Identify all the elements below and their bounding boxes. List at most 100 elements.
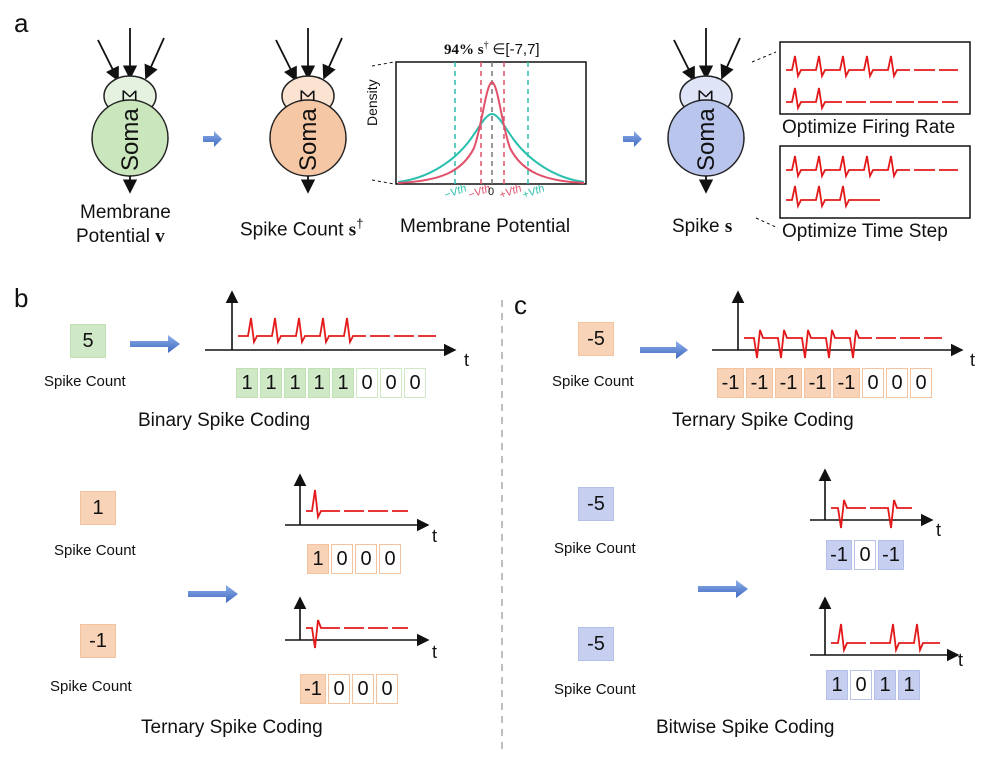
b-mid-axis-t: t (432, 526, 438, 546)
c-mid-count-label: Spike Count (554, 540, 636, 557)
c-top-bits: -1 -1 -1 -1 -1 0 0 0 (717, 368, 932, 398)
c-top-arrow (640, 341, 688, 359)
bit-cell: 0 (850, 670, 872, 700)
flow-arrow-2 (623, 131, 642, 147)
spike-label: Spike s (672, 216, 732, 238)
b-bottom-caption: Ternary Spike Coding (141, 717, 323, 738)
c-top-axis-t: t (970, 350, 976, 370)
b-top-spike-train (205, 290, 457, 357)
neuron-orange (269, 28, 347, 194)
b-top-axis-t: t (464, 350, 470, 370)
bit-cell: 0 (380, 368, 402, 398)
density-plot (371, 61, 587, 185)
b-mid-bits: 1 0 0 0 (307, 544, 401, 574)
density-xlabel: Membrane Potential (400, 216, 571, 237)
time-step-box (755, 145, 971, 229)
membrane-label-line1: Membrane (80, 202, 171, 223)
c-mid-axis-t: t (936, 520, 942, 540)
bit-cell: 0 (910, 368, 932, 398)
panel-letter-b: b (14, 283, 29, 313)
b-mid-count-box: 1 (80, 491, 116, 525)
b-mid-spike-train (285, 473, 430, 532)
bit-cell: -1 (833, 368, 860, 398)
bit-cell: 1 (874, 670, 896, 700)
b-low-bits: -1 0 0 0 (300, 674, 398, 704)
c-low-spike-train (810, 596, 960, 662)
c-mid-count-box: -5 (578, 487, 614, 521)
membrane-label-line2: Potential v (76, 226, 165, 248)
bit-cell: 0 (356, 368, 378, 398)
bit-cell: 1 (826, 670, 848, 700)
sigma-label-1: Σ (117, 89, 140, 102)
panel-letter-c: c (514, 290, 527, 320)
bit-cell: 0 (886, 368, 908, 398)
soma-label-3: Soma (693, 108, 720, 171)
soma-label-2: Soma (295, 108, 322, 171)
b-top-count-box: 5 (70, 324, 106, 358)
bit-cell: 0 (862, 368, 884, 398)
bit-cell: -1 (775, 368, 802, 398)
firing-rate-box (751, 41, 971, 115)
c-top-caption: Ternary Spike Coding (672, 410, 854, 431)
bit-cell: 1 (284, 368, 306, 398)
membrane-var: v (155, 226, 165, 247)
bit-cell: 1 (308, 368, 330, 398)
sigma-label-3: Σ (693, 89, 716, 102)
c-low-bits: 1 0 1 1 (826, 670, 920, 700)
c-low-count-label: Spike Count (554, 681, 636, 698)
soma-label-1: Soma (117, 108, 144, 171)
c-mid-spike-train (810, 468, 934, 529)
b-low-count-label: Spike Count (50, 678, 132, 695)
spike-var: s (724, 216, 733, 237)
bit-cell: 0 (404, 368, 426, 398)
bit-cell: -1 (826, 540, 852, 570)
annotation-range: ∈[-7,7] (492, 41, 540, 58)
bit-cell: 0 (352, 674, 374, 704)
c-top-count-box: -5 (578, 322, 614, 356)
c-bottom-caption: Bitwise Spike Coding (656, 717, 835, 738)
b-top-arrow (130, 335, 180, 353)
bit-cell: 0 (331, 544, 353, 574)
bit-cell: 0 (854, 540, 876, 570)
density-annotation: 94% s† ∈[-7,7] (444, 40, 540, 59)
tick-zero: 0 (488, 186, 495, 198)
c-mid-bits: -1 0 -1 (826, 540, 904, 570)
bit-cell: 1 (307, 544, 329, 574)
c-low-count-box: -5 (578, 627, 614, 661)
bit-cell: -1 (746, 368, 773, 398)
bit-cell: -1 (804, 368, 831, 398)
b-top-bits: 1 1 1 1 1 0 0 0 (236, 368, 426, 398)
annotation-pct: 94% (444, 42, 474, 58)
flow-arrow-1 (203, 131, 222, 147)
b-mid-arrow (188, 585, 238, 603)
annotation-var: s (477, 42, 484, 58)
b-top-count-label: Spike Count (44, 373, 126, 390)
bit-cell: 1 (332, 368, 354, 398)
neuron-green (91, 28, 169, 194)
c-mid-arrow (698, 580, 748, 598)
bit-cell: 0 (328, 674, 350, 704)
sigma-label-2: Σ (295, 89, 318, 102)
bit-cell: 0 (355, 544, 377, 574)
panel-letter-a: a (14, 8, 29, 38)
b-mid-count-label: Spike Count (54, 542, 136, 559)
membrane-label-text: Potential (76, 226, 150, 247)
optimize-time-step: Optimize Time Step (782, 221, 948, 242)
spike-count-label: Spike Count s† (240, 216, 363, 241)
optimize-firing-rate: Optimize Firing Rate (782, 117, 956, 138)
c-top-spike-train (712, 290, 964, 359)
b-low-spike-train (285, 596, 430, 649)
c-low-axis-t: t (958, 650, 964, 670)
density-ylabel: Density (364, 79, 380, 126)
annotation-sup: † (483, 40, 489, 51)
bit-cell: -1 (878, 540, 904, 570)
b-low-axis-t: t (432, 642, 438, 662)
bit-cell: 1 (236, 368, 258, 398)
bit-cell: -1 (300, 674, 326, 704)
bit-cell: 1 (260, 368, 282, 398)
spike-count-text: Spike Count (240, 219, 344, 241)
bit-cell: 0 (376, 674, 398, 704)
b-low-count-box: -1 (80, 624, 116, 658)
neuron-blue (667, 28, 745, 194)
